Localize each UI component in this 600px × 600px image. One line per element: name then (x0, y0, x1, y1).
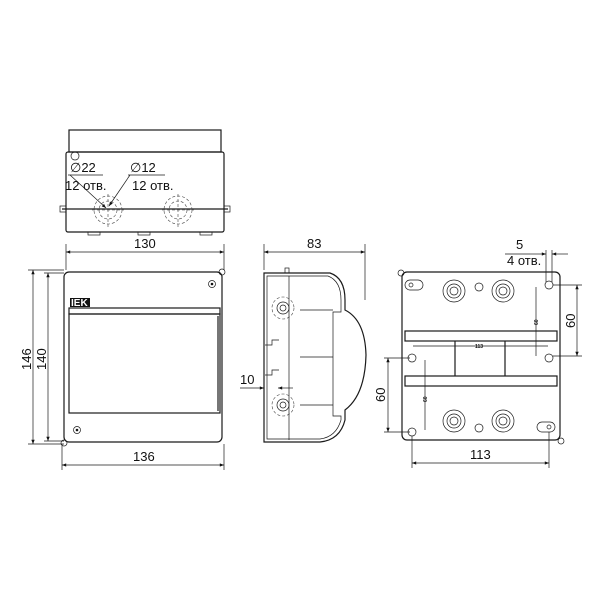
inner-height-dim: 140 (34, 348, 49, 370)
iek-logo (70, 298, 90, 307)
mount-hole-dim: 5 (516, 237, 523, 252)
front-width-dim: 136 (133, 449, 155, 464)
depth-dim: 83 (307, 236, 321, 251)
inner-vert-left: 60 (423, 396, 429, 402)
inner-vert-right: 60 (534, 319, 540, 325)
hole-22-count: 12 отв. (65, 178, 107, 193)
top-width-dim: 130 (134, 236, 156, 251)
screw-icon (208, 280, 216, 288)
rear-view: 113 60 60 5 4 отв. 60 60 113 (373, 237, 582, 468)
cable-entry-12 (162, 194, 194, 228)
rear-width-dim: 113 (470, 447, 491, 462)
left-60-dim: 60 (373, 388, 388, 402)
cable-entry-22 (92, 194, 124, 228)
logo-text: IEK (71, 298, 88, 309)
front-view: IEK 146 140 136 (19, 268, 226, 470)
side-view: 83 10 (240, 236, 367, 443)
hole-12-count: 12 отв. (132, 178, 174, 193)
outer-height-dim: 146 (19, 348, 34, 370)
right-60-dim: 60 (563, 314, 578, 328)
screw-icon (73, 426, 81, 434)
mount-hole-count: 4 отв. (507, 253, 541, 268)
inner-width-small: 113 (475, 344, 483, 350)
hole-22-label: ∅22 (70, 160, 96, 175)
top-view: ∅22 12 отв. ∅12 12 отв. 130 (59, 129, 231, 270)
hole-12-label: ∅12 (130, 160, 156, 175)
rail-offset-dim: 10 (240, 372, 254, 387)
